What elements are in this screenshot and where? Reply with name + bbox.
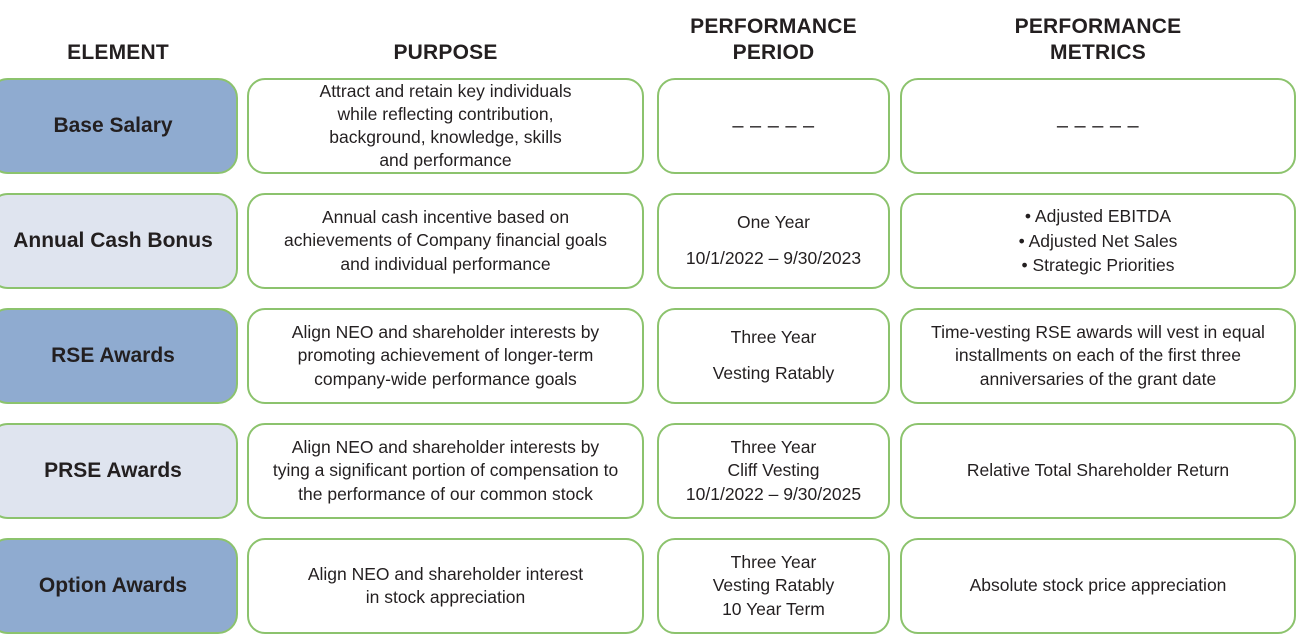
purpose-text: Annual cash incentive based on achieveme…	[284, 207, 607, 274]
performance-period-text: One Year 10/1/2022 – 9/30/2023	[685, 212, 862, 268]
performance-metrics-cell: Time-vesting RSE awards will vest in equ…	[900, 308, 1296, 404]
table-row: Annual Cash Bonus Annual cash incentive …	[0, 193, 1302, 289]
performance-period-cell: One Year 10/1/2022 – 9/30/2023	[657, 193, 890, 289]
purpose-text: Align NEO and shareholder interest in st…	[307, 563, 584, 607]
column-header-performance-period: PERFORMANCE PERIOD	[690, 14, 857, 64]
purpose-cell: Align NEO and shareholder interests by t…	[247, 423, 644, 519]
purpose-text: Align NEO and shareholder interests by t…	[272, 437, 619, 504]
element-label: Base Salary	[53, 114, 173, 138]
performance-metrics-text: Relative Total Shareholder Return	[966, 460, 1230, 481]
purpose-cell: Align NEO and shareholder interests by p…	[247, 308, 644, 404]
performance-period-text: – – – – –	[732, 114, 815, 137]
performance-period-cell: Three Year Vesting Ratably 10 Year Term	[657, 538, 890, 634]
element-pill: Option Awards	[0, 538, 238, 634]
column-header-element: ELEMENT	[67, 40, 169, 64]
performance-metrics-text: • Adjusted EBITDA • Adjusted Net Sales •…	[1018, 205, 1178, 276]
performance-metrics-text: Time-vesting RSE awards will vest in equ…	[931, 322, 1265, 389]
performance-period-text: Three Year Vesting Ratably 10 Year Term	[712, 552, 835, 619]
performance-metrics-cell: Relative Total Shareholder Return	[900, 423, 1296, 519]
performance-metrics-cell: Absolute stock price appreciation	[900, 538, 1296, 634]
performance-period-text: Three Year Cliff Vesting 10/1/2022 – 9/3…	[685, 437, 862, 504]
performance-metrics-cell: – – – – –	[900, 78, 1296, 174]
performance-period-cell: Three Year Cliff Vesting 10/1/2022 – 9/3…	[657, 423, 890, 519]
performance-metrics-text: – – – – –	[1056, 114, 1140, 137]
purpose-text: Attract and retain key individuals while…	[319, 80, 572, 171]
element-pill: RSE Awards	[0, 308, 238, 404]
table-header-row: ELEMENT PURPOSE PERFORMANCE PERIOD PERFO…	[0, 0, 1302, 72]
purpose-cell: Align NEO and shareholder interest in st…	[247, 538, 644, 634]
performance-period-cell: – – – – –	[657, 78, 890, 174]
table-row: PRSE Awards Align NEO and shareholder in…	[0, 423, 1302, 519]
element-label: RSE Awards	[51, 344, 175, 368]
element-pill: Base Salary	[0, 78, 238, 174]
column-header-purpose: PURPOSE	[393, 40, 498, 64]
column-header-performance-metrics: PERFORMANCE METRICS	[1014, 14, 1182, 64]
element-pill: PRSE Awards	[0, 423, 238, 519]
performance-metrics-cell: • Adjusted EBITDA • Adjusted Net Sales •…	[900, 193, 1296, 289]
table-row: Base Salary Attract and retain key indiv…	[0, 78, 1302, 174]
element-label: PRSE Awards	[44, 459, 182, 483]
purpose-text: Align NEO and shareholder interests by p…	[291, 322, 600, 389]
performance-period-text: Three Year Vesting Ratably	[712, 327, 835, 383]
element-label: Option Awards	[38, 574, 188, 598]
element-pill: Annual Cash Bonus	[0, 193, 238, 289]
purpose-cell: Annual cash incentive based on achieveme…	[247, 193, 644, 289]
performance-period-cell: Three Year Vesting Ratably	[657, 308, 890, 404]
performance-metrics-text: Absolute stock price appreciation	[969, 575, 1227, 596]
table-row: RSE Awards Align NEO and shareholder int…	[0, 308, 1302, 404]
purpose-cell: Attract and retain key individuals while…	[247, 78, 644, 174]
table-row: Option Awards Align NEO and shareholder …	[0, 538, 1302, 634]
element-label: Annual Cash Bonus	[13, 229, 213, 253]
